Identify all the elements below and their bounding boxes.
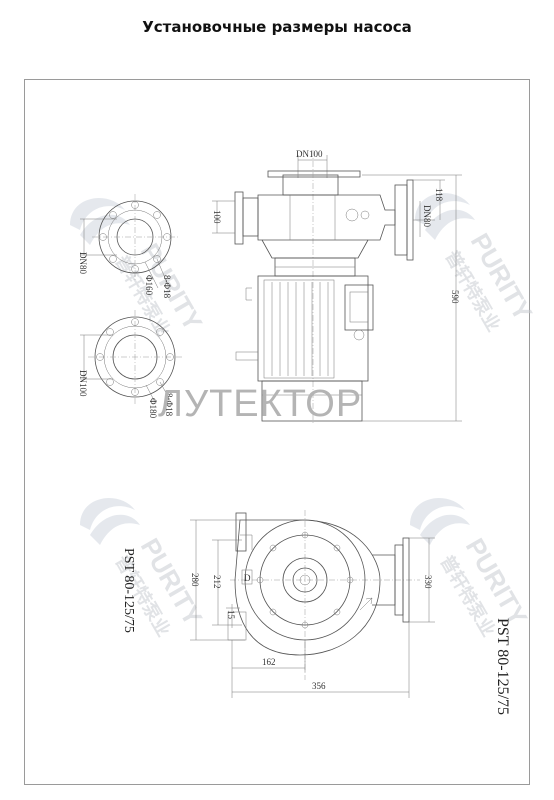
watermark-logo-icon [410,498,470,545]
plan-mark: D [244,573,251,583]
inlet-flange-bolts-label: 8-Φ18 [164,393,174,417]
plan-dim-330: 330 [423,575,433,589]
model-label-left: PST 80-125/75 [121,548,136,633]
outlet-flange-pcd-label: Φ160 [144,275,154,296]
top-nozzle-label: DN100 [296,149,323,159]
model-label-right: PST 80-125/75 [494,618,511,715]
left-nozzle-height-label: 100 [212,210,222,224]
outlet-flange-view: DN80 8-Φ18 Φ160 [78,194,178,299]
plan-dim-212: 212 [212,575,222,589]
plan-dim-280: 280 [190,573,200,587]
side-flange-height-label: 118 [434,188,444,202]
drawing-frame [24,79,530,785]
side-nozzle-label: DN80 [422,205,432,227]
page-title: Установочные размеры насоса [142,18,412,36]
watermark-logo-icon [80,498,140,545]
inlet-flange-pcd-label: Φ180 [148,398,158,419]
plan-dim-162: 162 [262,657,276,667]
outlet-flange-bolts-label: 8-Φ18 [162,275,172,299]
plan-dim-15: 15 [226,610,236,620]
watermark-logo-icon [70,198,130,245]
plan-view: D 280 212 15 330 162 356 [190,510,435,698]
inlet-flange-dn-label: DN100 [78,370,88,397]
overlay-watermark: ЛУТЕКТОР [158,383,362,425]
front-elevation-view: DN100 100 118 DN80 [212,149,462,425]
total-height-label: 590 [450,290,460,304]
inlet-flange-view: DN100 8-Φ18 Φ180 [78,310,182,419]
plan-dim-356: 356 [312,681,326,691]
outlet-flange-dn-label: DN80 [78,252,88,274]
